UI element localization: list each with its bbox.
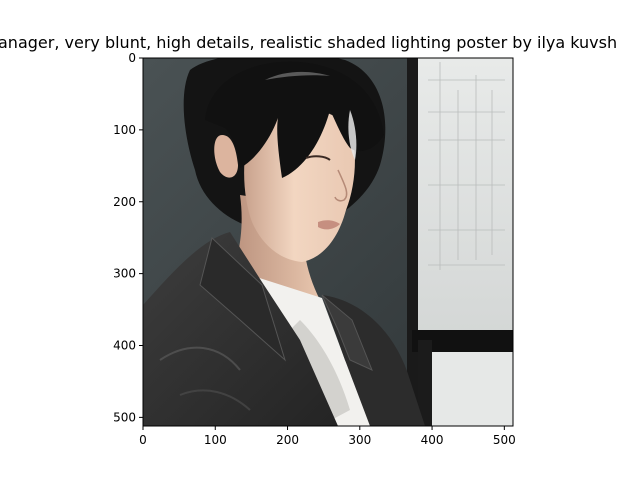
x-tick-label: 300 [348,433,371,447]
y-axis: 0 100 200 300 400 500 [113,51,143,424]
y-tick-label: 200 [113,195,136,209]
y-tick-label: 400 [113,339,136,353]
portrait-image [143,58,513,426]
x-tick-label: 200 [276,433,299,447]
y-tick-label: 0 [128,51,136,65]
x-tick-label: 500 [493,433,516,447]
x-axis: 0 100 200 300 400 500 [139,426,516,447]
x-tick-label: 100 [204,433,227,447]
x-tick-label: 400 [421,433,444,447]
plot-title: anager, very blunt, high details, realis… [0,33,618,52]
x-tick-label: 0 [139,433,147,447]
y-tick-label: 500 [113,410,136,424]
y-tick-label: 100 [113,123,136,137]
axes-frame [142,57,514,427]
y-tick-label: 300 [113,267,136,281]
